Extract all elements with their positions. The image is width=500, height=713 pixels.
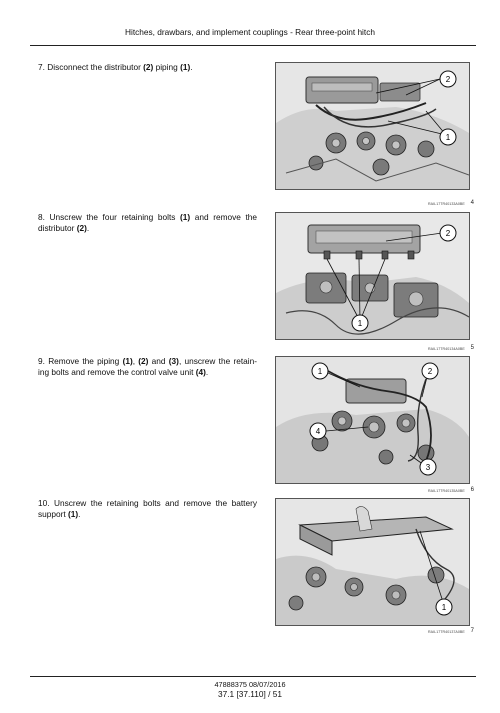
part-reference: (2) (76, 223, 87, 233)
step-9-text: 9. Remove the piping (1), (2) and (3), u… (38, 356, 257, 377)
part-reference: (1) (122, 356, 133, 366)
figure-6-number: 6 (470, 487, 474, 493)
figure-7-image: 1 (275, 498, 470, 626)
step-8-text: 8. Unscrew the four retaining bolts (1) … (38, 212, 257, 233)
figure-5-image: 2 1 (275, 212, 470, 340)
callout-1: 1 (311, 362, 329, 380)
part-reference: (1) (180, 212, 191, 222)
page-header-title: Hitches, drawbars, and implement couplin… (125, 27, 375, 37)
step-10-text: 10. Unscrew the retaining bolts and remo… (38, 498, 258, 519)
part-reference: (2) (143, 62, 154, 72)
figure-4-code: RAIL17TR40133A0BE (428, 202, 465, 206)
figure-7-number: 7 (470, 628, 474, 634)
footer-doc-ref: 47888375 08/07/2016 (214, 680, 286, 689)
callout-2: 2 (439, 224, 457, 242)
figure-6-image: 1 2 4 3 (275, 356, 470, 484)
figure-5-number: 5 (470, 345, 474, 351)
step-number: 10. (38, 498, 55, 508)
svg-text:1: 1 (442, 603, 447, 612)
step-number: 7. (38, 62, 48, 72)
figure-7-code: RAIL17TR40137A0BE (428, 630, 465, 634)
callout-4: 4 (309, 422, 327, 440)
svg-text:3: 3 (426, 463, 431, 472)
header-rule (30, 45, 476, 46)
part-reference: (3) (168, 356, 179, 366)
figure-4-image: 2 1 (275, 62, 470, 190)
callout-1: 1 (435, 598, 453, 616)
step-number: 9. (38, 356, 49, 366)
figure-6-code: RAIL17TR40135A0BE (428, 489, 465, 493)
footer-rule (30, 676, 476, 677)
step-number: 8. (38, 212, 50, 222)
part-reference: (1) (180, 62, 191, 72)
part-reference: (4) (195, 367, 206, 377)
part-reference: (2) (138, 356, 149, 366)
svg-text:1: 1 (358, 319, 363, 328)
callout-2: 2 (421, 362, 439, 380)
step-7-text: 7. Disconnect the distributor (2) piping… (38, 62, 193, 72)
callout-1: 1 (439, 128, 457, 146)
svg-text:2: 2 (446, 75, 451, 84)
svg-text:1: 1 (446, 133, 451, 142)
svg-text:4: 4 (316, 427, 321, 436)
part-reference: (1) (67, 509, 79, 519)
callout-1: 1 (351, 314, 369, 332)
footer-page-ref: 37.1 [37.110] / 51 (218, 689, 282, 699)
callout-2: 2 (439, 70, 457, 88)
svg-text:2: 2 (446, 229, 451, 238)
figure-5-code: RAIL17TR40134A0BE (428, 347, 465, 351)
svg-text:1: 1 (318, 367, 323, 376)
svg-text:2: 2 (428, 367, 433, 376)
figure-4-number: 4 (470, 200, 474, 206)
callout-3: 3 (419, 458, 437, 476)
